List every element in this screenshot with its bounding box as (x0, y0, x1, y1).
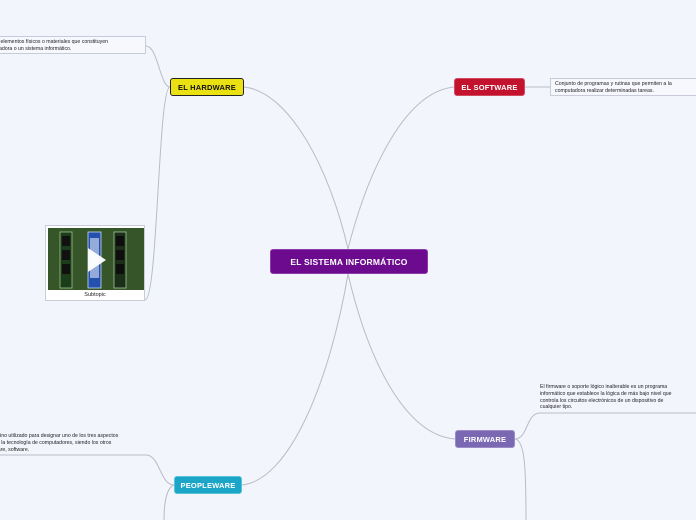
software-note-text: Conjunto de programas y rutinas que perm… (555, 81, 672, 94)
peopleware-note[interactable]: rmino utilizado para designar uno de los… (0, 433, 150, 453)
hardware-note[interactable]: :elementos físicos o materiales que cons… (0, 36, 146, 54)
connector-central-firmware (348, 274, 455, 439)
connector-hardware-image (145, 87, 170, 300)
hardware-image-subtopic[interactable]: Subtopic (45, 225, 145, 301)
connector-central-software (348, 87, 454, 249)
connector-central-peopleware (242, 274, 348, 485)
connector-peopleware-down (164, 485, 174, 520)
connector-peopleware-note (146, 455, 174, 485)
hardware-note-text: :elementos físicos o materiales que cons… (0, 39, 108, 52)
software-note[interactable]: Conjunto de programas y rutinas que perm… (550, 78, 696, 96)
firmware-note[interactable]: El firmware o soporte lógico inalterable… (540, 384, 696, 411)
topic-peopleware[interactable]: PEOPLEWARE (174, 476, 242, 494)
central-topic[interactable]: EL SISTEMA INFORMÁTICO (270, 249, 428, 274)
image-caption: Subtopic (46, 292, 144, 298)
connector-central-hardware (244, 87, 348, 249)
connector-hardware-note (146, 46, 170, 87)
connector-firmware-note (515, 413, 540, 439)
topic-hardware[interactable]: EL HARDWARE (170, 78, 244, 96)
ram-modules-image (48, 228, 144, 290)
topic-firmware[interactable]: FIRMWARE (455, 430, 515, 448)
topic-software[interactable]: EL SOFTWARE (454, 78, 525, 96)
connector-firmware-down (515, 439, 526, 520)
